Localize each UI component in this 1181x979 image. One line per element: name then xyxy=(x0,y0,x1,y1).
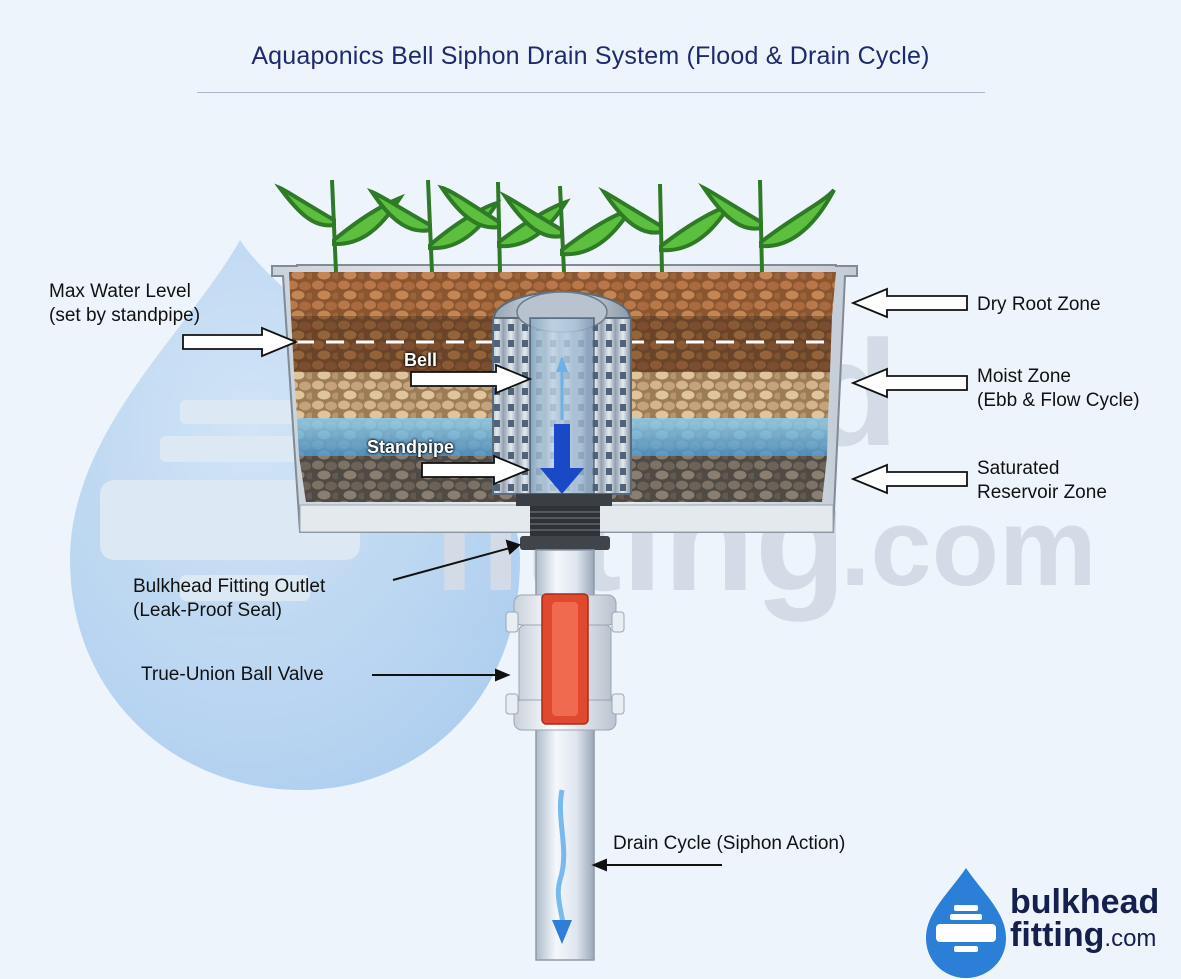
arrow-icon xyxy=(421,454,531,486)
plants xyxy=(274,179,836,273)
label-line: Moist Zone xyxy=(977,366,1071,387)
label-standpipe: Standpipe xyxy=(367,437,455,457)
label-line: Bulkhead Fitting Outlet xyxy=(133,576,326,597)
label-bulkhead-fitting: Bulkhead Fitting Outlet (Leak-Proof Seal… xyxy=(133,575,325,623)
label-line: (set by standpipe) xyxy=(49,305,201,326)
arrow-icon xyxy=(182,326,299,358)
svg-text:.com: .com xyxy=(840,486,1097,609)
label-moist-zone: Moist Zone (Ebb & Flow Cycle) xyxy=(977,365,1140,413)
label-saturated-zone: Saturated Reservoir Zone xyxy=(977,457,1107,505)
bulkhead-fitting-icon xyxy=(936,905,996,952)
plant-icon xyxy=(598,183,734,273)
plant-icon xyxy=(698,179,836,273)
logo-text-line1: bulkhead xyxy=(1010,883,1160,921)
label-bell: Bell xyxy=(404,350,438,370)
label-dry-root-zone: Dry Root Zone xyxy=(977,294,1101,315)
bulkhead-fitting-icon xyxy=(100,400,360,601)
label-line: (Leak-Proof Seal) xyxy=(133,600,282,621)
arrow-icon xyxy=(850,463,968,495)
down-arrow-icon xyxy=(554,424,570,474)
label-arrows xyxy=(182,287,968,495)
drain-flow xyxy=(552,789,572,944)
page-title: Aquaponics Bell Siphon Drain System (Flo… xyxy=(251,42,930,70)
arrow-icon xyxy=(850,287,968,319)
label-line: Max Water Level xyxy=(49,281,191,302)
bell-siphon xyxy=(492,291,632,495)
water-drop-icon xyxy=(926,868,1006,978)
leader-lines xyxy=(372,539,722,872)
plant-icon xyxy=(366,179,502,273)
label-drain-cycle: Drain Cycle (Siphon Action) xyxy=(613,833,846,854)
arrow-icon xyxy=(410,363,533,395)
label-ball-valve: True-Union Ball Valve xyxy=(141,664,324,685)
label-max-water-level: Max Water Level (set by standpipe) xyxy=(49,280,200,328)
ball-valve xyxy=(505,593,625,731)
title-divider xyxy=(197,92,985,93)
label-line: Reservoir Zone xyxy=(977,482,1107,503)
bulkhead-fitting xyxy=(516,494,612,550)
logo-icon xyxy=(926,868,1006,978)
label-line: (Ebb & Flow Cycle) xyxy=(977,390,1140,411)
plant-icon xyxy=(274,179,405,273)
logo-word: fitting xyxy=(1010,916,1105,954)
logo-suffix: .com xyxy=(1104,925,1157,952)
logo-text-line2: fitting.com xyxy=(1010,918,1156,956)
arrow-icon xyxy=(850,367,968,399)
label-line: Saturated xyxy=(977,458,1060,479)
